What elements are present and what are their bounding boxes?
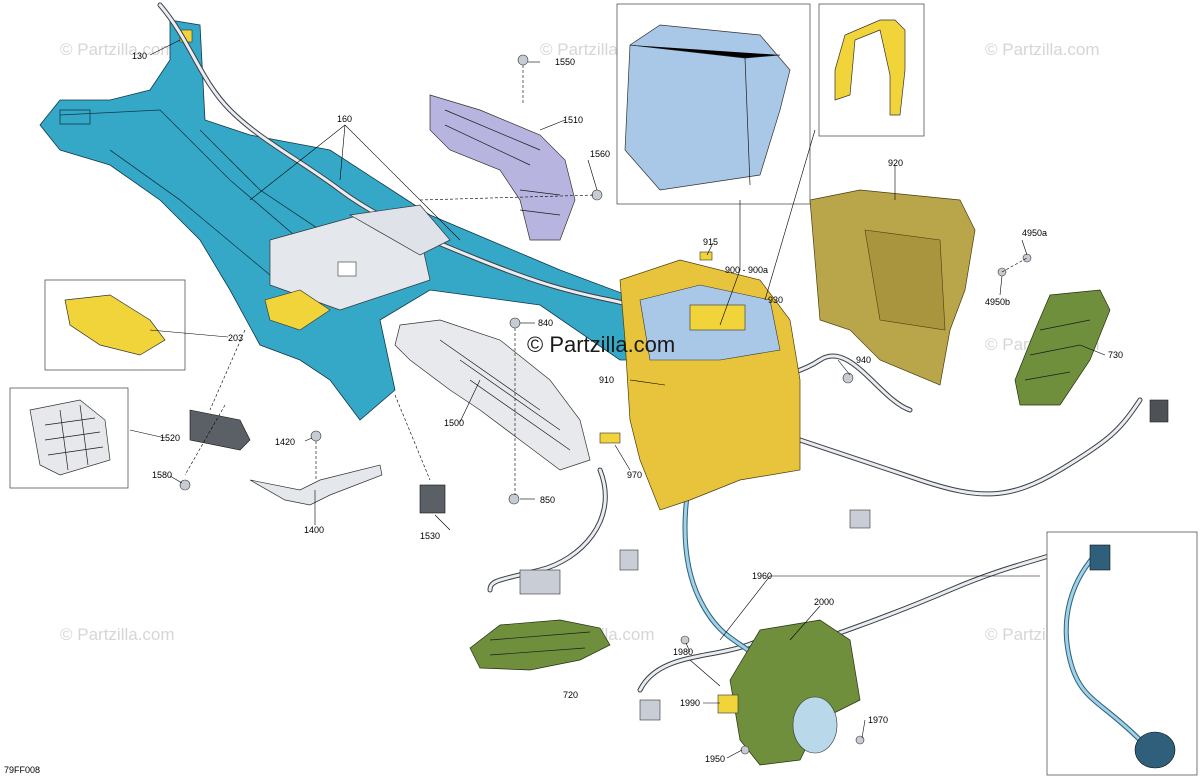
label-1530: 1530 xyxy=(420,531,440,541)
part-labels: 130 160 203 720 730 840 850 900 - 900a 9… xyxy=(4,51,1123,775)
small-parts xyxy=(179,54,1032,755)
connector-fuse-lower xyxy=(519,569,561,595)
label-1580: 1580 xyxy=(152,470,172,480)
part-940-bolt xyxy=(842,372,854,384)
part-910-battery-box xyxy=(619,259,801,511)
part-1510-duct xyxy=(429,94,576,241)
connector-bottom xyxy=(639,699,661,721)
connector-mid xyxy=(849,509,871,529)
label-4950a: 4950a xyxy=(1022,228,1047,238)
part-203-installed xyxy=(264,289,331,331)
label-920: 920 xyxy=(888,158,903,168)
watermark-top-right: © Partzilla.com xyxy=(985,40,1100,59)
part-1980-nut xyxy=(680,635,690,645)
part-730-tail-light xyxy=(1014,289,1111,406)
part-1560-bolt xyxy=(591,189,603,201)
label-1980: 1980 xyxy=(673,647,693,657)
label-1960: 1960 xyxy=(752,571,772,581)
inset-battery xyxy=(616,3,811,205)
inset-203 xyxy=(44,279,186,371)
label-915: 915 xyxy=(703,237,718,247)
part-915-clip xyxy=(699,251,713,261)
label-730: 730 xyxy=(1108,350,1123,360)
label-840: 840 xyxy=(538,318,553,328)
connector-right xyxy=(1149,399,1169,423)
label-2000: 2000 xyxy=(814,597,834,607)
connector-lower xyxy=(619,549,639,571)
figure-code: 79FF008 xyxy=(4,765,40,775)
part-2000-cover xyxy=(717,619,861,766)
part-1520 xyxy=(189,409,251,451)
label-1420: 1420 xyxy=(275,437,295,447)
label-1520: 1520 xyxy=(160,433,180,443)
part-1550-bolt xyxy=(517,54,529,66)
label-720: 720 xyxy=(563,690,578,700)
inset-strap xyxy=(818,3,925,137)
label-1950: 1950 xyxy=(705,754,725,764)
label-1500: 1500 xyxy=(444,418,464,428)
part-4950a-bolt xyxy=(1022,253,1032,263)
ecu-module xyxy=(269,204,451,311)
part-1400-bracket xyxy=(249,464,383,506)
inset-1960 xyxy=(1046,531,1198,776)
label-160: 160 xyxy=(337,114,352,124)
label-1560: 1560 xyxy=(590,149,610,159)
label-1970: 1970 xyxy=(868,715,888,725)
part-203 xyxy=(64,294,166,356)
part-1580-bolt xyxy=(179,479,191,491)
part-1970-bolt xyxy=(855,735,865,745)
label-130: 130 xyxy=(132,51,147,61)
inset-1960-box xyxy=(1046,531,1198,776)
part-1500-duct xyxy=(394,319,591,471)
label-970: 970 xyxy=(627,470,642,480)
watermark-bottom-left: © Partzilla.com xyxy=(60,625,175,644)
watermark-center: © Partzilla.com xyxy=(527,332,675,357)
label-1510: 1510 xyxy=(563,115,583,125)
label-203: 203 xyxy=(228,333,243,343)
part-720-tail-light xyxy=(469,619,611,671)
label-910: 910 xyxy=(599,375,614,385)
label-900: 900 - 900a xyxy=(725,265,768,275)
label-1400: 1400 xyxy=(304,525,324,535)
label-1550: 1550 xyxy=(555,57,575,67)
part-920-cover xyxy=(809,189,976,386)
label-1990: 1990 xyxy=(680,698,700,708)
label-850: 850 xyxy=(540,495,555,505)
part-1950-bolt xyxy=(740,745,750,755)
part-930-strap xyxy=(834,19,906,116)
part-970-bolt xyxy=(599,432,621,444)
part-1420-bolt xyxy=(310,430,322,442)
leader-lines xyxy=(129,39,1106,759)
part-850-bolt xyxy=(508,493,520,505)
watermark-top-left: © Partzilla.com xyxy=(60,40,175,59)
part-840-bolt xyxy=(509,317,521,329)
label-930: 930 xyxy=(768,295,783,305)
part-1990-installed xyxy=(717,694,739,714)
label-940: 940 xyxy=(856,355,871,365)
label-4950b: 4950b xyxy=(985,297,1010,307)
part-1530 xyxy=(419,484,446,514)
inset-1520 xyxy=(9,387,129,489)
part-930-strap-installed xyxy=(689,304,746,331)
